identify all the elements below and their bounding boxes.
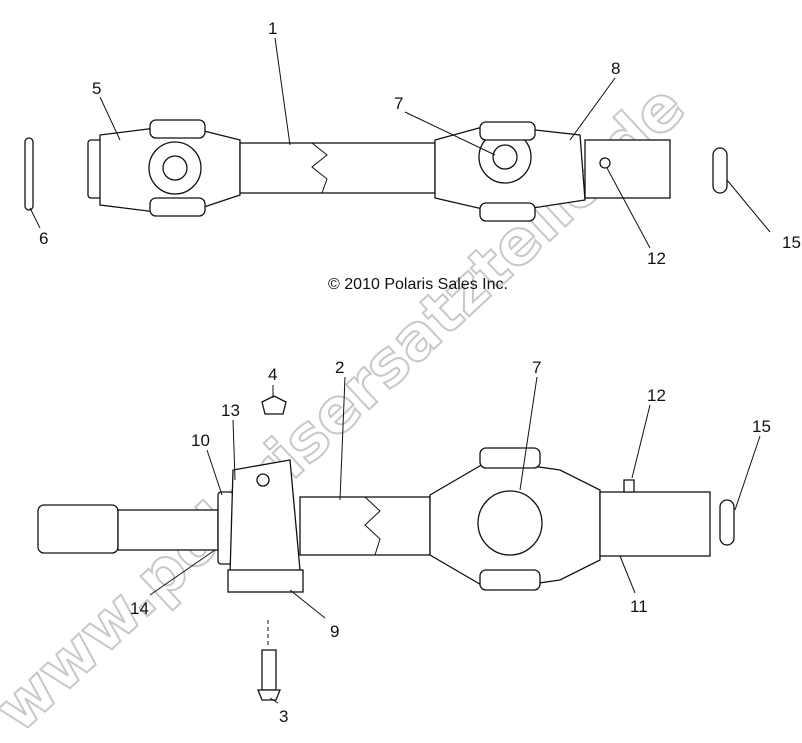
lower-leaders [149,376,761,704]
seal-15 [712,147,728,194]
diagram-part-outline [149,119,206,139]
diagram-part-outline [339,376,346,501]
diagram-part-outline [364,496,381,556]
callout-14: 14 [130,599,149,618]
upper-callouts: 1 5 7 8 6 12 15 [39,19,801,268]
callout-2: 2 [335,358,344,377]
lower-callouts: 4 2 7 12 13 10 15 14 9 11 3 [130,358,771,726]
grease-zerk-13 [256,473,270,487]
seal-15 [719,499,735,546]
diagram-part-outline [206,449,223,496]
diagram-part-outline [99,96,121,141]
diagram-part-outline [569,77,616,141]
callout-13: 13 [221,401,240,420]
callout-5: 5 [92,79,101,98]
callout-8: 8 [611,59,620,78]
slip-yoke-8 [584,139,671,199]
diagram-part-outline [479,121,536,141]
diagram-part-outline [274,37,291,146]
diagram-part-outline [269,697,279,704]
diagram-part-outline [492,144,518,170]
diagram-part-outline [479,569,541,591]
copyright-text: © 2010 Polaris Sales Inc. [328,276,508,293]
diagram-part-outline [734,435,761,511]
callout-12: 12 [647,249,666,268]
slip-yoke-11 [599,491,711,557]
diagram-part-outline [619,555,636,594]
callout-7: 7 [394,94,403,113]
callout-7: 7 [532,358,541,377]
callout-11: 11 [630,597,648,616]
splined-end [37,504,119,554]
diagram-part-outline [232,419,236,481]
callout-4: 4 [268,365,277,384]
tube-1 [239,142,436,194]
upper-driveshaft [24,119,728,222]
roll-pin-6 [24,137,34,211]
callout-9: 9 [330,622,339,641]
callout-6: 6 [39,229,48,248]
tube-2 [299,496,431,556]
diagram-part-outline [257,689,281,701]
diagram-part-outline [519,376,538,491]
diagram-part-outline [477,490,543,556]
callout-15: 15 [752,417,771,436]
diagram-part-outline [162,155,188,181]
diagram-part-outline [479,202,536,222]
grease-fitting-12 [599,157,611,169]
callout-1: 1 [268,19,277,38]
diagram-part-outline [149,549,216,596]
callout-10: 10 [191,431,210,450]
callout-15: 15 [782,233,801,252]
diagram-part-outline [631,404,651,479]
diagram-part-outline [479,447,541,469]
grease-fitting-12 [623,479,635,493]
diagram-part-outline [311,142,328,194]
diagram-part-outline [726,179,771,233]
upper-leaders [29,37,771,249]
lower-driveshaft [37,395,735,701]
callout-3: 3 [279,707,288,726]
bracket-9 [227,569,304,593]
diagram-part-outline [149,197,206,217]
diagram-part-outline [404,111,496,156]
callout-12: 12 [647,386,666,405]
diagram-part-outline [606,167,651,249]
nut-4 [261,395,287,415]
diagram-part-outline [289,589,326,619]
bolt-3 [261,649,277,691]
stub-shaft [117,509,219,551]
diagram-part-outline [29,207,41,229]
